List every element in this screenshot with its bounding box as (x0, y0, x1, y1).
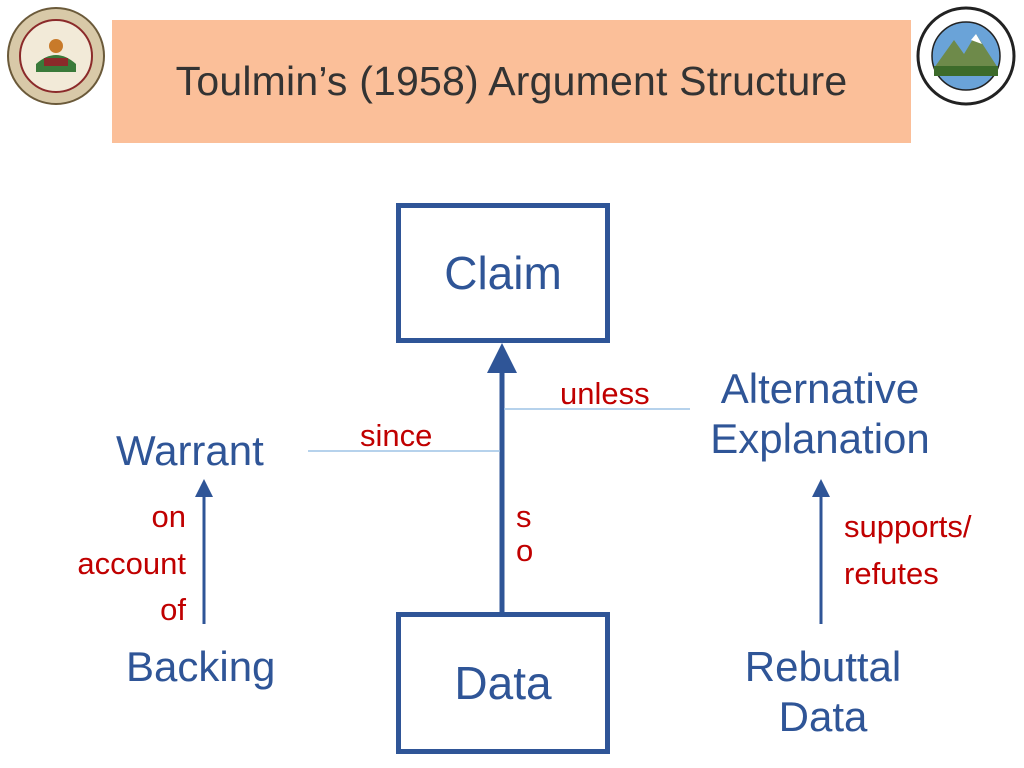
supports-refutes-label: supports/ refutes (844, 504, 972, 597)
alternative-line-2: Explanation (710, 415, 930, 463)
on-account-of-line-1: on (151, 499, 186, 534)
since-label: since (360, 418, 433, 453)
on-account-of-line-3: of (160, 592, 186, 627)
backing-label: Backing (126, 643, 276, 690)
data-box: Data (396, 612, 610, 754)
language-training-center-seal-icon (916, 6, 1016, 106)
alternative-line-1: Alternative (720, 365, 920, 412)
rebuttal-line-2: Data (778, 693, 868, 741)
rebuttal-line-1: Rebuttal (744, 643, 902, 690)
on-account-of-line-2: account (77, 545, 186, 581)
so-line-1: s (516, 499, 532, 534)
alternative-explanation-label: Alternative Explanation (690, 364, 950, 465)
rebuttal-data-label: Rebuttal Data (718, 642, 928, 743)
data-label: Data (454, 657, 552, 709)
claim-box: Claim (396, 203, 610, 343)
warrant-label: Warrant (116, 427, 264, 474)
so-label: s o (516, 499, 534, 569)
marshall-center-seal-icon (6, 6, 106, 106)
supports-refutes-line-2: refutes (844, 555, 939, 591)
so-line-2: o (516, 533, 534, 569)
supports-refutes-line-1: supports/ (844, 509, 972, 544)
slide-title: Toulmin’s (1958) Argument Structure (175, 58, 848, 104)
unless-label: unless (560, 376, 650, 411)
claim-label: Claim (444, 247, 562, 299)
on-account-of-label: on account of (40, 494, 186, 634)
title-band: Toulmin’s (1958) Argument Structure (112, 20, 911, 143)
